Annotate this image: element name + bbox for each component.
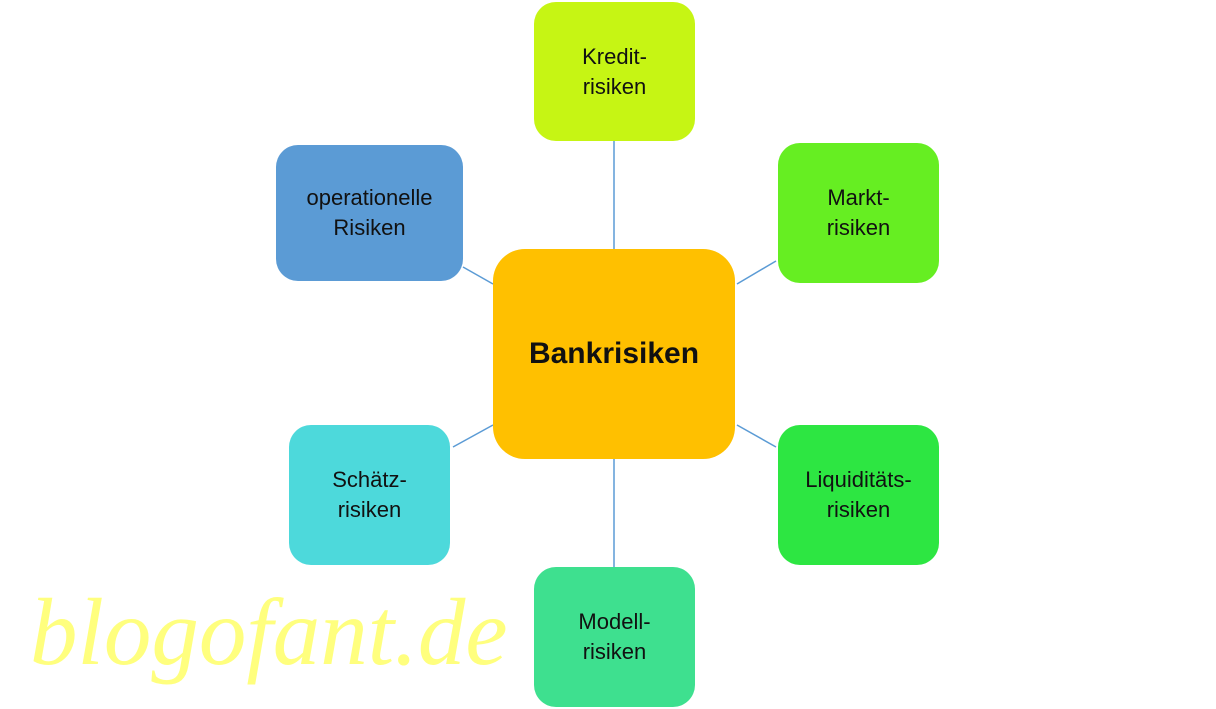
node-label-line1: Liquiditäts- bbox=[805, 467, 912, 492]
node-label-line2: Risiken bbox=[333, 215, 406, 240]
center-label: Bankrisiken bbox=[528, 337, 700, 370]
node-modellrisiken: Modell- risiken bbox=[534, 567, 695, 707]
node-label-line2: risiken bbox=[826, 215, 891, 240]
node-label-line2: risiken bbox=[582, 639, 647, 664]
node-operationelle-risiken: operationelle Risiken bbox=[276, 145, 463, 281]
connector-markt bbox=[736, 260, 777, 285]
connector-operationell bbox=[462, 266, 494, 285]
node-label-line1: Kredit- bbox=[582, 43, 647, 69]
node-label-line1: Schätz- bbox=[332, 467, 407, 492]
node-liquiditaetsrisiken: Liquiditäts- risiken bbox=[778, 425, 939, 565]
node-label-line2: risiken bbox=[337, 497, 402, 522]
center-node-bankrisiken: Bankrisiken bbox=[493, 249, 735, 459]
node-kreditrisiken: Kredit- risiken bbox=[534, 2, 695, 141]
node-label-line1: Modell- bbox=[578, 609, 651, 634]
connector-liquiditaet bbox=[736, 424, 777, 448]
node-label-line2: risiken bbox=[582, 73, 647, 99]
node-marktrisiken: Markt- risiken bbox=[778, 143, 939, 283]
node-label-line1: operationelle bbox=[306, 185, 433, 210]
node-schaetzrisiken: Schätz- risiken bbox=[289, 425, 450, 565]
node-label-line2: risiken bbox=[826, 497, 891, 522]
node-label-line1: Markt- bbox=[827, 185, 890, 210]
connector-schaetz bbox=[452, 424, 494, 448]
